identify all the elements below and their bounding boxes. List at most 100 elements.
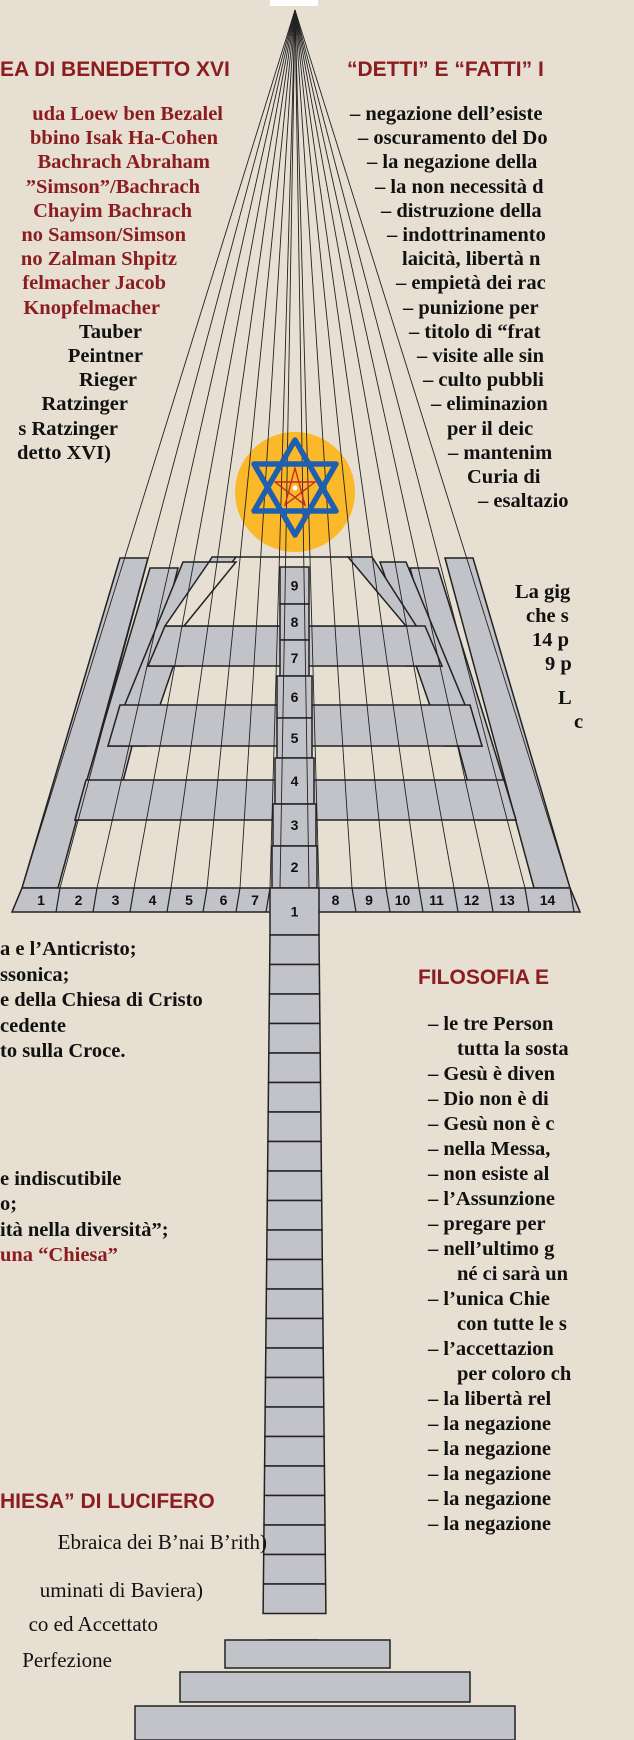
filosofia-item: – non esiste al: [428, 1163, 550, 1185]
detti-item: – la non necessità d: [375, 175, 544, 198]
column-number: 2: [291, 859, 299, 875]
lucifero-step-label: uminati di Baviera): [39, 1578, 203, 1602]
base-divider: [351, 887, 357, 913]
detti-item: – distruzione della: [381, 199, 542, 222]
step-2: [224, 1639, 391, 1669]
filosofia-item: – Gesù non è c: [428, 1113, 555, 1135]
detti-item: – la negazione della: [367, 151, 538, 174]
left-bottom-item: [0, 1116, 203, 1142]
detti-item: – eliminazion: [431, 393, 548, 416]
detti-item: – empietà dei rac: [396, 272, 546, 295]
detti-item: per il deic: [447, 417, 534, 440]
ray-line: [294, 9, 420, 889]
column-stripe: [266, 1170, 323, 1202]
detti-item: – culto pubbli: [423, 369, 544, 392]
left-bottom-item: e indiscutibile: [0, 1167, 122, 1190]
genealogy-item: s Ratzinger: [18, 417, 118, 440]
detti-item: Curia di: [467, 466, 541, 488]
left-bottom-item: [0, 1090, 203, 1116]
genealogy-item: uda Loew ben Bezalel: [32, 103, 223, 125]
base-divider: [385, 887, 391, 913]
column-stripe: [263, 1435, 326, 1467]
filosofia-item: – la libertà rel: [428, 1388, 552, 1410]
gigantic-line: 14 p: [532, 629, 570, 651]
base-divider: [524, 887, 530, 913]
detti-item: – punizione per: [403, 296, 539, 319]
base-number: 8: [332, 892, 340, 908]
base-number: 9: [365, 892, 373, 908]
column-stripe: [266, 1199, 323, 1231]
column-stripe: [264, 1376, 325, 1408]
top-notch: [270, 0, 318, 6]
column-number: 8: [291, 614, 299, 630]
star-of-david-icon: [251, 437, 339, 538]
left-bottom-item: o;: [0, 1193, 18, 1215]
gigantic-line: che s: [526, 605, 569, 627]
filosofia-header: FILOSOFIA E: [418, 966, 550, 989]
ray-line: [294, 9, 455, 889]
base-divider: [92, 887, 98, 913]
filosofia-item: né ci sarà un: [457, 1263, 569, 1285]
ray-line: [133, 9, 296, 889]
base-divider: [453, 887, 459, 913]
base-cells: [55, 887, 575, 913]
filosofia-item: – la negazione: [428, 1488, 551, 1510]
genealogy-item: Knopfelmacher: [23, 296, 160, 319]
filosofia-item: tutta la sosta: [457, 1038, 569, 1060]
ray-line: [294, 9, 571, 889]
ray-line: [294, 9, 526, 889]
column-stripe: [262, 1583, 327, 1615]
ray-line: [59, 9, 296, 889]
filosofia-item: – pregare per: [428, 1213, 546, 1235]
detti-item: – visite alle sin: [417, 345, 544, 367]
left-bottom-item: [0, 1141, 203, 1167]
step-3: [179, 1671, 471, 1703]
column-segment: [271, 845, 318, 889]
column-stripe: [266, 1140, 323, 1172]
genealogy-item: ”Simson”/Bachrach: [25, 175, 200, 198]
central-column: [262, 566, 327, 1615]
column-segment: [269, 887, 320, 936]
genealogy-item: Peintner: [67, 345, 143, 367]
base-number: 5: [185, 892, 193, 908]
column-stripe: [268, 1022, 321, 1054]
genealogy-item: Ratzinger: [41, 393, 128, 416]
left-bottom-item: a e l’Anticristo;: [0, 938, 137, 960]
ray-line: [206, 9, 296, 889]
base-number: 6: [220, 892, 228, 908]
genealogy-item: no Zalman Shpitz: [20, 248, 177, 271]
column-stripe: [262, 1524, 327, 1556]
detti-item: – titolo di “frat: [409, 320, 541, 343]
detti-item: – negazione dell’esiste: [350, 103, 543, 125]
filosofia-item: – le tre Person: [428, 1013, 554, 1035]
column-stripe: [263, 1494, 326, 1526]
rays: [21, 9, 571, 889]
left-bottom-item: ità nella diversità”;: [0, 1218, 169, 1241]
left-bottom-item: una “Chiesa”: [0, 1244, 118, 1266]
left-bottom-item: e della Chiesa di Cristo: [0, 989, 203, 1011]
column-number: 5: [291, 730, 299, 746]
filosofia-item: – l’Assunzione: [428, 1188, 556, 1210]
filosofia-item: – nell’ultimo g: [428, 1238, 555, 1260]
base-number: 14: [540, 892, 556, 908]
lucifero-step-label: Ebraica dei B’nai B’rith): [57, 1530, 267, 1554]
filosofia-item: – la negazione: [428, 1463, 551, 1485]
filosofia-item: – l’accettazion: [428, 1338, 554, 1360]
filosofia-item: con tutte le s: [457, 1313, 567, 1335]
genealogy-item: Bachrach Abraham: [37, 151, 210, 174]
gigantic-line: c: [574, 711, 584, 733]
column-stripe: [267, 1111, 322, 1143]
base-divider: [55, 887, 61, 913]
column-stripe: [267, 1052, 322, 1084]
left-bottom-item: [0, 1065, 203, 1091]
column-number: 6: [291, 689, 299, 705]
step-4: [134, 1705, 516, 1740]
right-header: “DETTI” E “FATTI” I: [347, 58, 544, 81]
left-bottom-item: ssonica;: [0, 963, 70, 986]
genealogy-item: Tauber: [78, 320, 142, 343]
column-stripe: [267, 1081, 322, 1113]
left-bottom-item: cedente: [0, 1014, 67, 1037]
base-divider: [129, 887, 135, 913]
base-divider: [488, 887, 494, 913]
